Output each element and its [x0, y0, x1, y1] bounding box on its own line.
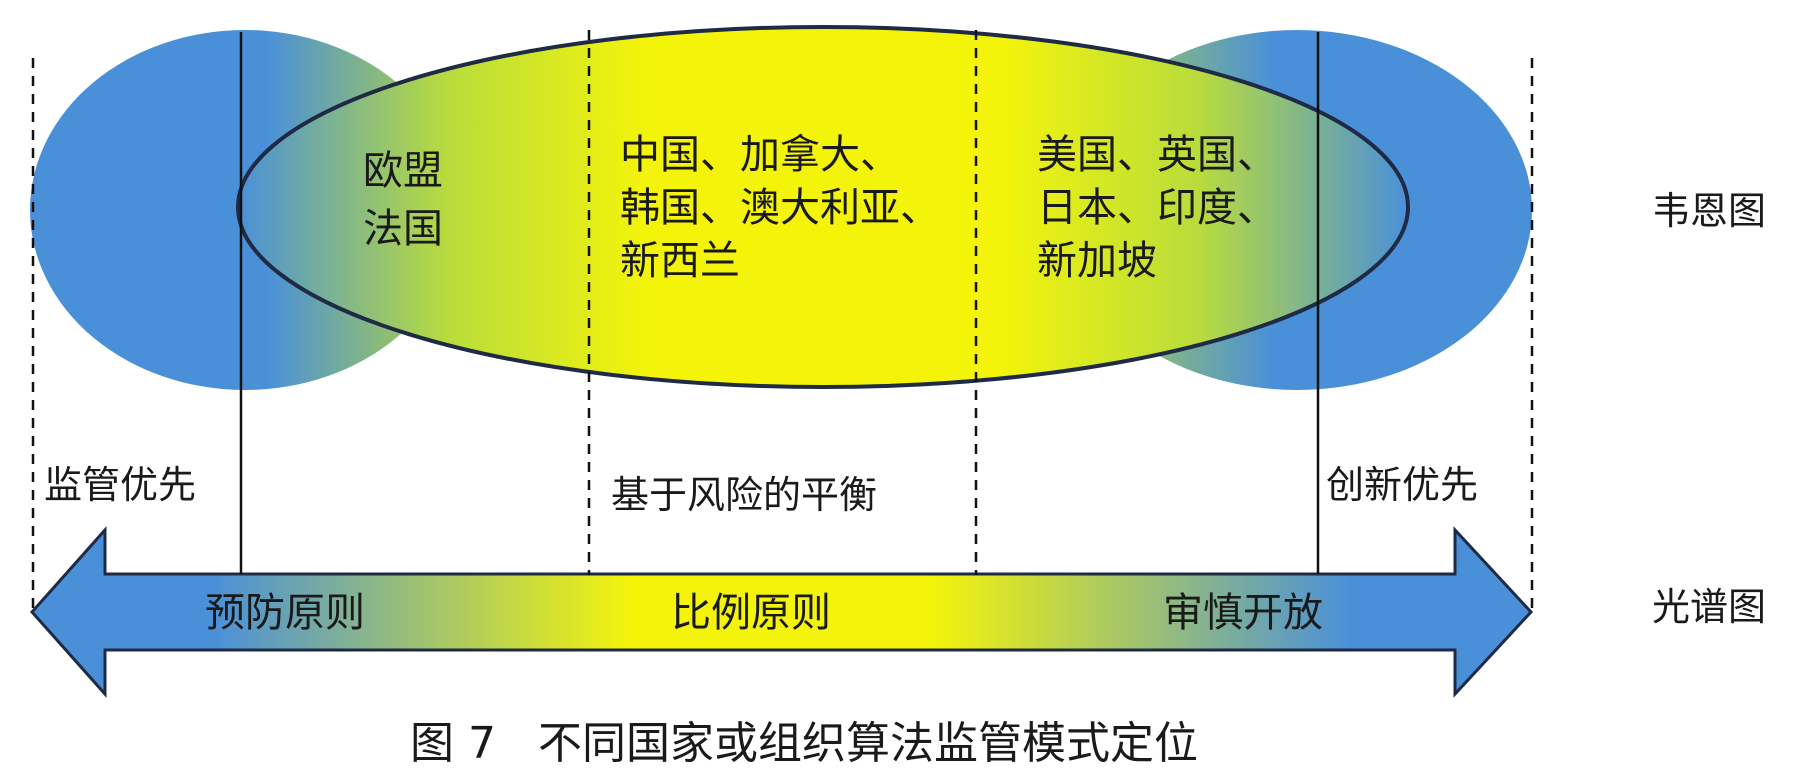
arrow-left-label: 预防原则 [205, 590, 365, 636]
spectrum-side-label: 光谱图 [1652, 585, 1766, 629]
venn-right-line-3: 新加坡 [1037, 238, 1157, 284]
arrow-right-label: 审慎开放 [1163, 590, 1323, 636]
venn-center-line-3: 新西兰 [620, 238, 740, 284]
venn-left-top: 欧盟 [363, 148, 443, 194]
center-priority-label: 基于风险的平衡 [611, 473, 877, 517]
venn-right-line-2: 日本、印度、 [1037, 185, 1277, 231]
spectrum-arrow [29, 526, 1534, 698]
right-priority-label: 创新优先 [1326, 463, 1478, 507]
venn-center-line-1: 中国、加拿大、 [620, 132, 900, 178]
center-ellipse [236, 25, 1410, 389]
venn-center-line-2: 韩国、澳大利亚、 [620, 185, 940, 231]
venn-side-label: 韦恩图 [1652, 189, 1766, 233]
left-priority-label: 监管优先 [44, 463, 196, 507]
arrow-center-label: 比例原则 [671, 590, 831, 636]
venn-right-line-1: 美国、英国、 [1037, 132, 1277, 178]
figure-caption: 图 7 不同国家或组织算法监管模式定位 [410, 718, 1198, 769]
venn-left-bottom: 法国 [363, 206, 443, 252]
